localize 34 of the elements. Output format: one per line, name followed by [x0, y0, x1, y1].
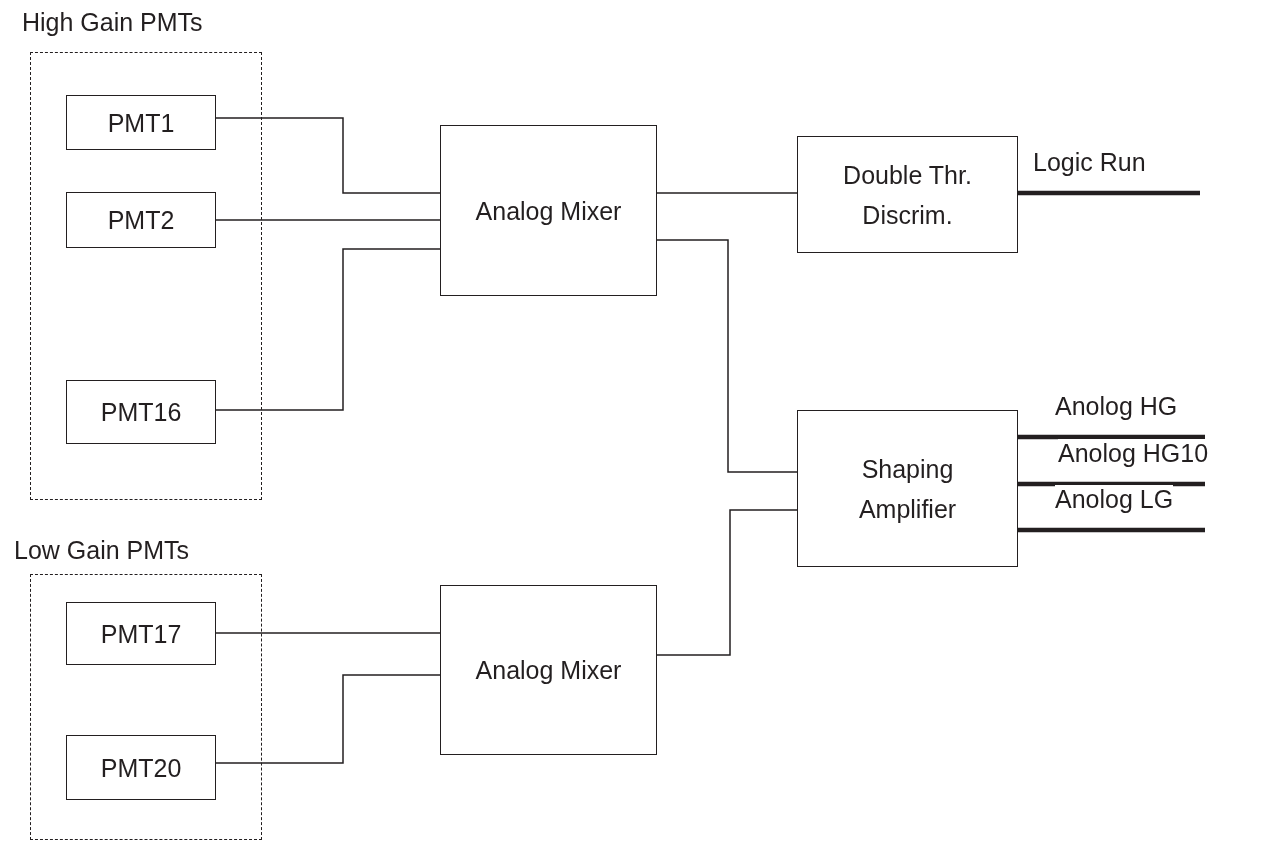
output-line: [1018, 434, 1205, 440]
connector-line: [215, 632, 441, 634]
group-heading: High Gain PMTs: [22, 8, 203, 37]
process-box: [440, 585, 657, 755]
box-label: PMT1: [107, 107, 175, 139]
connector-line: [215, 117, 441, 194]
process-box: [66, 602, 216, 665]
box-label: PMT16: [100, 397, 182, 428]
process-box: [66, 380, 216, 444]
process-box: [440, 125, 657, 296]
output-line: [1018, 190, 1200, 196]
box-label: Double Thr. Discrim.: [842, 159, 973, 231]
box-label: PMT20: [100, 752, 182, 784]
process-box: [797, 136, 1018, 253]
process-box: [66, 735, 216, 800]
box-label: Analog Mixer: [475, 195, 622, 227]
output-line: [1018, 527, 1205, 533]
edge-label: Anolog HG10: [1058, 439, 1209, 468]
connector-line: [215, 219, 441, 221]
process-box: [66, 95, 216, 150]
group-heading: Low Gain PMTs: [14, 536, 190, 565]
connector-line: [656, 239, 798, 473]
box-label: PMT17: [100, 618, 182, 650]
connector-line: [656, 509, 798, 656]
process-box: [797, 410, 1018, 567]
edge-label: Anolog LG: [1055, 485, 1174, 514]
connector-line: [656, 192, 798, 194]
box-label: Shaping Amplifier: [857, 453, 958, 525]
connector-line: [215, 674, 441, 764]
box-label: PMT2: [107, 205, 175, 236]
process-box: [66, 192, 216, 248]
box-label: Analog Mixer: [475, 655, 622, 686]
output-line: [1018, 481, 1205, 487]
connector-line: [215, 248, 441, 411]
